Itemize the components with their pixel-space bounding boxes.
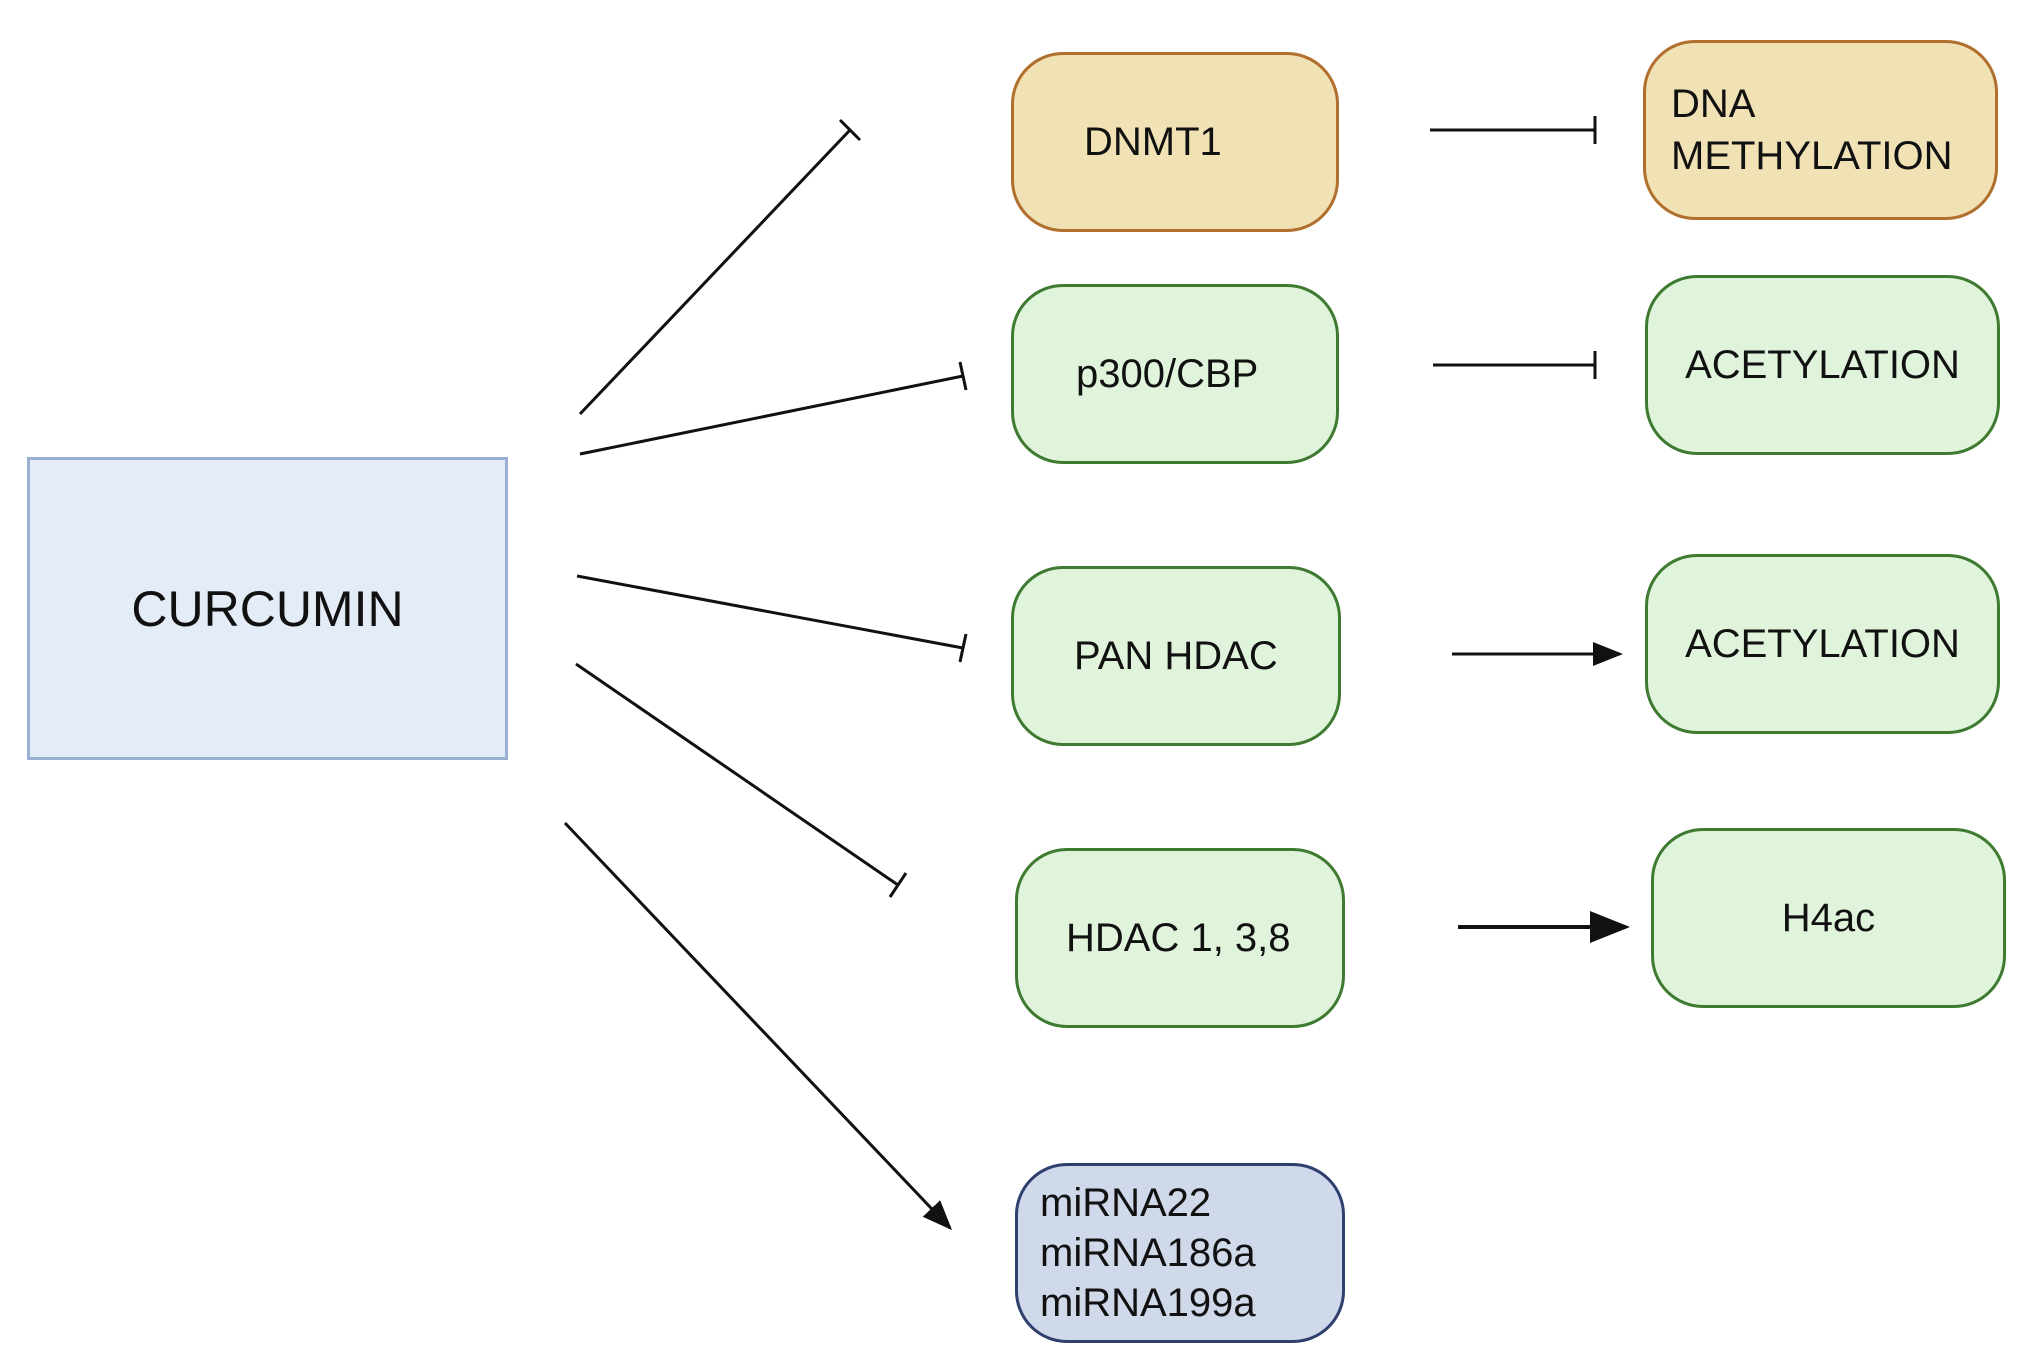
hdac-1-3-8-node: HDAC 1, 3,8 [1015,848,1345,1028]
dnmt1-label: DNMT1 [1084,119,1222,164]
acetylation-node-1: ACETYLATION [1645,275,2000,455]
p300-cbp-label: p300/CBP [1076,351,1259,396]
inhibition-line-curcumin-panhdac [576,574,964,650]
mirna-label: miRNA22 miRNA186a miRNA199a [1040,1181,1256,1325]
pan-hdac-label: PAN HDAC [1074,633,1278,678]
h4ac-node: H4ac [1651,828,2006,1008]
inhibition-bar-dnmt1 [838,118,862,142]
acetylation-label-1: ACETYLATION [1685,342,1960,387]
dnmt1-node: DNMT1 [1011,52,1339,232]
activation-arrow-curcumin-mirna [563,821,953,1231]
curcumin-label: CURCUMIN [131,580,404,637]
p300-cbp-node: p300/CBP [1011,284,1339,464]
inhibition-bar-p300 [958,361,968,391]
pan-hdac-node: PAN HDAC [1011,566,1341,746]
acetylation-node-2: ACETYLATION [1645,554,2000,734]
acetylation-label-2: ACETYLATION [1685,621,1960,666]
inhibition-bar-hdac138 [888,872,908,898]
inhibition-line-curcumin-hdac138 [575,662,899,887]
inhibition-bar-panhdac [958,633,968,663]
mirna-node: miRNA22 miRNA186a miRNA199a [1015,1163,1345,1343]
curcumin-box: CURCUMIN [27,457,508,760]
inhibition-line-curcumin-p300 [579,374,964,456]
h4ac-label: H4ac [1781,895,1876,940]
inhibition-line-curcumin-dnmt1 [578,128,852,416]
hdac-1-3-8-label: HDAC 1, 3,8 [1066,915,1291,960]
dna-methylation-label: DNA METHYLATION [1671,82,1953,178]
dna-methylation-node: DNA METHYLATION [1643,40,1998,220]
